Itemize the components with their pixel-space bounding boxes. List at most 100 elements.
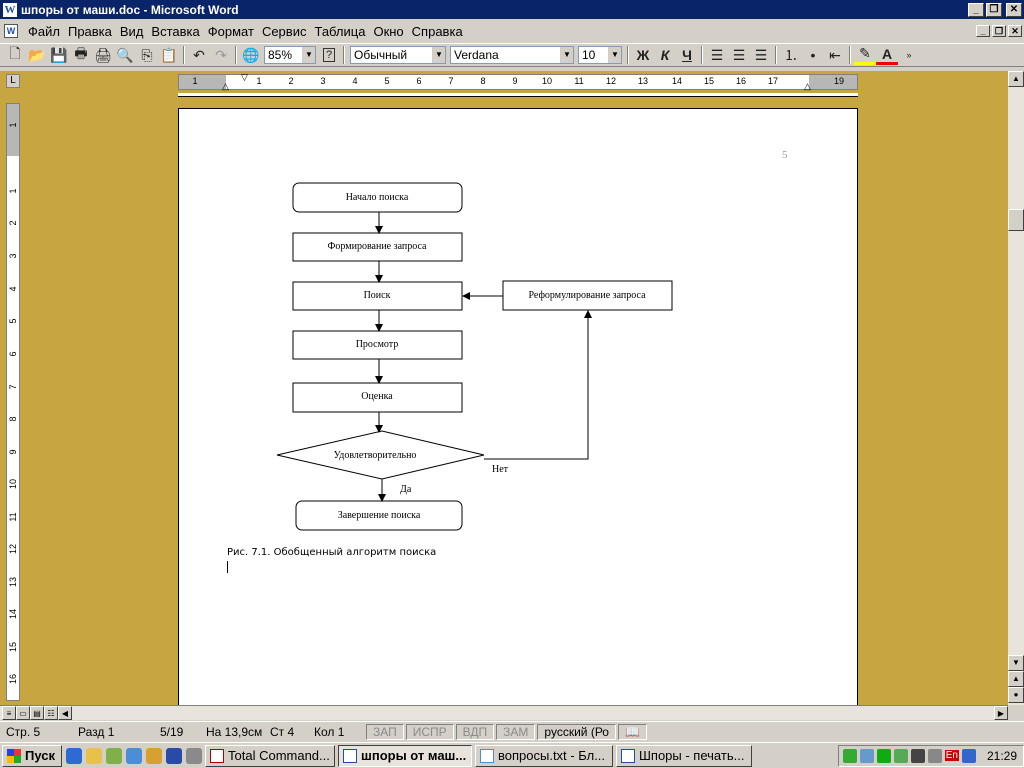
right-margin-region	[809, 75, 857, 89]
scroll-up-icon[interactable]: ▲	[1008, 71, 1024, 87]
system-tray: En 21:29	[837, 744, 1024, 767]
align-left-icon[interactable]: ☰	[710, 46, 724, 63]
task-word-document[interactable]: шпоры от маш...	[338, 744, 472, 767]
quicklaunch-app-icon[interactable]	[106, 747, 122, 764]
folder-icon[interactable]	[86, 747, 102, 764]
tab-selector-icon[interactable]: L	[6, 74, 20, 88]
first-line-indent-marker[interactable]: ▽	[241, 72, 248, 82]
spelling-book-icon[interactable]: 📖	[617, 723, 647, 740]
open-folder-icon[interactable]: 📂	[28, 46, 46, 63]
keyboard-language[interactable]: En	[944, 750, 959, 761]
internet-explorer-icon[interactable]	[66, 747, 82, 764]
doc-restore-button[interactable]: ❐	[992, 25, 1006, 37]
settings-icon[interactable]	[126, 747, 142, 764]
align-right-icon[interactable]: ☰	[754, 46, 768, 63]
network-icon[interactable]	[859, 748, 874, 763]
overtype-indicator[interactable]: ЗАМ	[496, 723, 536, 740]
bold-button[interactable]: Ж	[636, 47, 650, 63]
doc-close-button[interactable]: ✕	[1008, 25, 1022, 37]
hyperlink-globe-icon[interactable]: 🌐	[242, 46, 260, 63]
menu-help[interactable]: Справка	[411, 23, 463, 39]
copy-icon[interactable]: ⎘	[141, 46, 153, 63]
play-icon[interactable]	[876, 748, 891, 763]
document-page[interactable]: 5 Начало поиска Формирование запроса Пои…	[178, 108, 858, 705]
chevron-down-icon[interactable]: ▼	[560, 47, 573, 63]
permission-icon[interactable]: 🖶	[74, 45, 88, 61]
chevron-down-icon[interactable]: ▼	[608, 47, 621, 63]
right-indent-marker[interactable]: △	[804, 81, 811, 91]
menu-window[interactable]: Окно	[373, 23, 404, 39]
doc-minimize-button[interactable]: _	[976, 25, 990, 37]
hanging-indent-marker[interactable]: △	[222, 81, 229, 91]
disk-icon[interactable]	[166, 747, 182, 764]
save-icon[interactable]: 💾	[50, 46, 68, 63]
minimize-button[interactable]: _	[968, 2, 984, 17]
language-indicator[interactable]: русский (Ро	[537, 723, 616, 740]
close-button[interactable]: ✕	[1006, 2, 1022, 17]
start-node	[292, 182, 463, 213]
restore-button[interactable]: ❐	[986, 2, 1002, 17]
menu-edit[interactable]: Правка	[67, 23, 112, 39]
zoom-select[interactable]: 85%▼	[264, 46, 316, 64]
toolbar-options-icon[interactable]: »	[906, 50, 912, 60]
underline-button[interactable]: Ч	[682, 47, 692, 63]
align-center-icon[interactable]: ☰	[732, 46, 746, 63]
ruler-strip[interactable]: 1 1 2 3 4 5 6 7 8 9 10 11 12 13 14 15 16…	[178, 72, 858, 91]
menu-format[interactable]: Формат	[207, 23, 254, 39]
chevron-down-icon[interactable]: ▼	[432, 47, 445, 63]
decrease-indent-icon[interactable]: ⇤	[829, 46, 841, 63]
menu-file[interactable]: Файл	[28, 23, 60, 39]
previous-page-icon[interactable]: ▲	[1008, 671, 1024, 687]
start-button[interactable]: Пуск	[2, 744, 62, 767]
menu-tools[interactable]: Сервис	[261, 23, 307, 39]
media-icon[interactable]	[186, 747, 202, 764]
print-layout-view-icon[interactable]: ▤	[30, 706, 44, 720]
print-icon[interactable]: 🖨	[94, 46, 112, 63]
numbered-list-icon[interactable]: ⒈	[784, 47, 798, 63]
font-select[interactable]: Verdana▼	[450, 46, 574, 64]
redo-icon[interactable]: ↷	[215, 46, 227, 63]
antivirus-icon[interactable]	[842, 748, 857, 763]
menu-insert[interactable]: Вставка	[151, 23, 200, 39]
chevron-down-icon[interactable]: ▼	[302, 47, 315, 63]
scroll-thumb[interactable]	[1008, 209, 1024, 231]
scroll-down-icon[interactable]: ▼	[1008, 655, 1024, 671]
browse-object-icon[interactable]: ●	[1008, 687, 1024, 703]
font-color-icon[interactable]: A	[876, 45, 898, 65]
menu-view[interactable]: Вид	[119, 23, 144, 39]
font-size-select[interactable]: 10▼	[578, 46, 622, 64]
scroll-left-icon[interactable]: ◀	[58, 706, 72, 720]
highlight-icon[interactable]: ✎	[854, 45, 876, 65]
extend-mode-indicator[interactable]: ВДП	[455, 723, 495, 740]
italic-button[interactable]: К	[660, 47, 670, 63]
help-icon[interactable]: ?	[318, 45, 340, 65]
paste-icon[interactable]: 📋	[160, 46, 178, 63]
style-select[interactable]: Обычный▼	[350, 46, 446, 64]
help-tray-icon[interactable]	[961, 748, 976, 763]
print-preview-icon[interactable]: 🔍	[116, 46, 134, 63]
vertical-ruler-strip[interactable]: 1 1 2 3 4 5 6 7 8 9 10 11 12 13 14 15 16	[6, 103, 20, 701]
word-app-icon[interactable]: W	[3, 2, 17, 17]
new-document-icon[interactable]: 🗋	[9, 45, 21, 61]
quicklaunch-tool-icon[interactable]	[146, 747, 162, 764]
ruler-number: 1	[192, 76, 198, 86]
status-position: На 13,9см	[206, 724, 263, 739]
web-view-icon[interactable]: ▭	[16, 706, 30, 720]
vertical-scrollbar[interactable]: ▲ ▼ ▲ ●	[1008, 71, 1024, 705]
sync-icon[interactable]	[893, 748, 908, 763]
bug-icon[interactable]	[910, 748, 925, 763]
document-icon[interactable]: W	[4, 24, 18, 38]
menu-table[interactable]: Таблица	[314, 23, 366, 39]
task-word-print[interactable]: Шпоры - печать...	[616, 744, 752, 767]
scroll-right-icon[interactable]: ▶	[994, 706, 1008, 720]
record-mode-indicator[interactable]: ЗАП	[366, 723, 404, 740]
bulleted-list-icon[interactable]: •	[810, 47, 816, 63]
outline-view-icon[interactable]: ☷	[44, 706, 58, 720]
volume-icon[interactable]	[927, 748, 942, 763]
normal-view-icon[interactable]: ≡	[2, 706, 16, 720]
task-notepad[interactable]: вопросы.txt - Бл...	[475, 744, 613, 767]
task-total-commander[interactable]: Total Command...	[205, 744, 335, 767]
track-changes-indicator[interactable]: ИСПР	[405, 723, 454, 740]
horizontal-scrollbar[interactable]: ≡ ▭ ▤ ☷ ◀ ▶	[0, 705, 1008, 720]
undo-icon[interactable]: ↶	[193, 46, 205, 63]
